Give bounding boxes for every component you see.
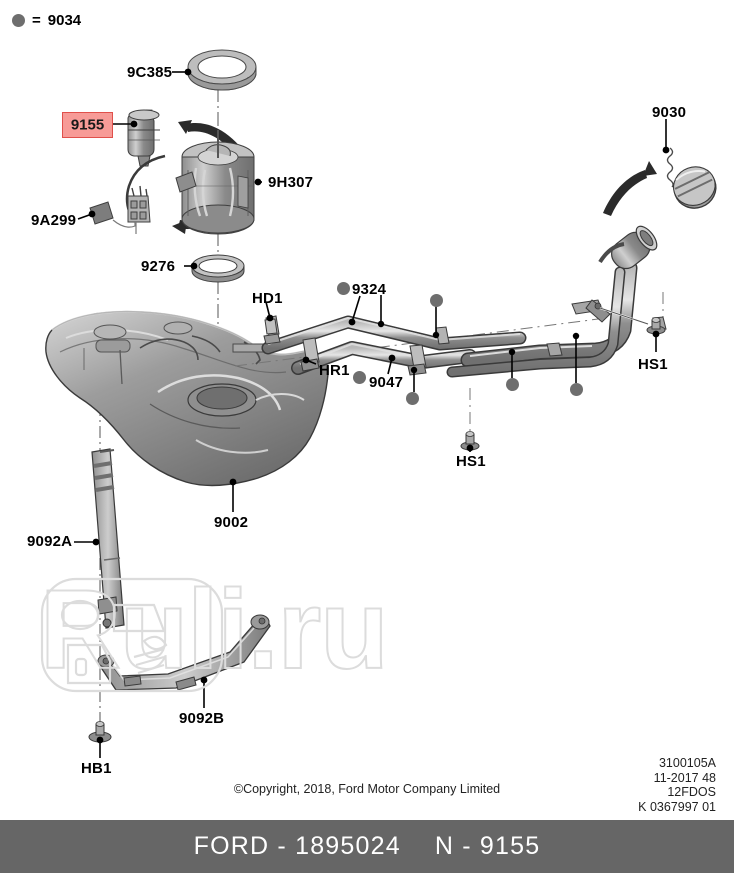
meta-line-3: 12FDOS bbox=[667, 785, 716, 799]
legend: = 9034 bbox=[12, 12, 81, 29]
callout-HS1-tank: HS1 bbox=[456, 453, 486, 470]
callout-HB1: HB1 bbox=[81, 760, 112, 777]
callout-HR1: HR1 bbox=[319, 362, 350, 379]
marker-9034 bbox=[353, 371, 366, 384]
legend-bullet-icon bbox=[12, 14, 25, 27]
callout-9324: 9324 bbox=[352, 281, 387, 298]
meta-line-2: 11-2017 48 bbox=[653, 770, 716, 785]
meta-line-1: 3100105A bbox=[658, 756, 716, 770]
marker-9034 bbox=[430, 294, 443, 307]
banner-part-number: FORD - 1895024 bbox=[193, 832, 401, 860]
watermark-ruli-ru: Ruli.ru bbox=[39, 566, 390, 693]
marker-9034 bbox=[406, 392, 419, 405]
callout-9276: 9276 bbox=[141, 258, 176, 275]
callout-9155-highlight[interactable]: 9155 bbox=[62, 112, 113, 138]
callout-HD1: HD1 bbox=[252, 290, 283, 307]
callout-9C385: 9C385 bbox=[127, 64, 173, 81]
callout-9030: 9030 bbox=[652, 104, 687, 121]
watermark-logo-icon bbox=[40, 577, 224, 693]
legend-code: 9034 bbox=[47, 12, 82, 29]
callout-9092A: 9092A bbox=[27, 533, 73, 550]
marker-9034 bbox=[506, 378, 519, 391]
callout-9002: 9002 bbox=[214, 514, 249, 531]
meta-line-4: K 0367997 01 bbox=[638, 799, 716, 814]
marker-9034 bbox=[570, 383, 583, 396]
copyright-notice: ©Copyright, 2018, Ford Motor Company Lim… bbox=[233, 782, 501, 796]
bottom-banner: FORD - 1895024 N - 9155 bbox=[0, 820, 734, 873]
legend-equals: = bbox=[32, 12, 41, 29]
marker-9034 bbox=[337, 282, 350, 295]
callout-9092B: 9092B bbox=[179, 710, 225, 727]
callout-9A299: 9A299 bbox=[31, 212, 77, 229]
callout-HS1-filler: HS1 bbox=[638, 356, 668, 373]
callout-9047: 9047 bbox=[369, 374, 404, 391]
banner-position-code: N - 9155 bbox=[434, 832, 541, 860]
drawing-meta: 3100105A 11-2017 48 12FDOS K 0367997 01 bbox=[638, 756, 716, 814]
callout-9155-label: 9155 bbox=[70, 116, 105, 134]
callout-9H307: 9H307 bbox=[268, 174, 314, 191]
